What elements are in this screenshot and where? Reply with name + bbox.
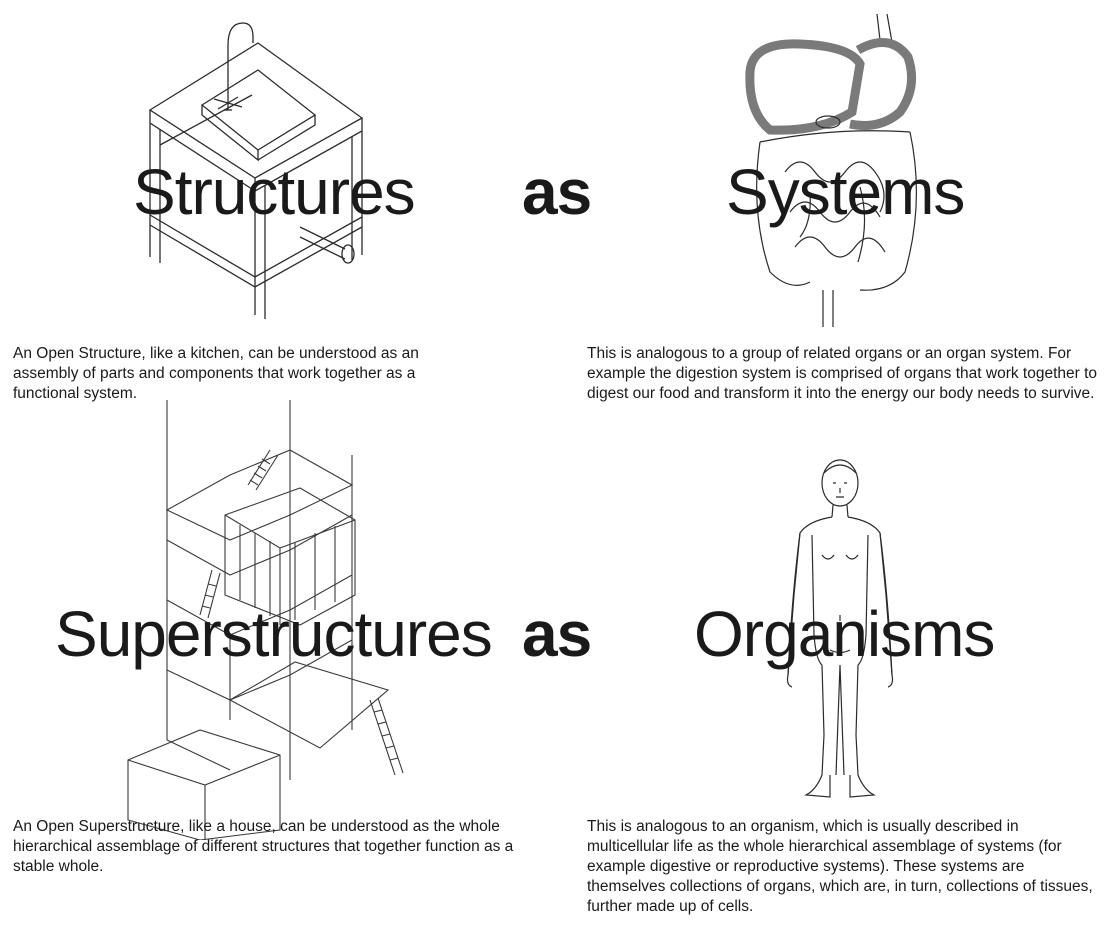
human-body-illustration [770, 455, 910, 805]
connector-as-bottom: as [522, 598, 592, 670]
caption-organisms: This is analogous to an organism, which … [587, 818, 1093, 915]
caption-superstructures: An Open Superstructure, like a house, ca… [13, 818, 514, 875]
connector-as-top: as [522, 156, 592, 228]
heading-superstructures: Superstructures [55, 598, 493, 670]
heading-systems: Systems [726, 156, 965, 228]
digestive-system-illustration [740, 12, 940, 332]
caption-systems: This is analogous to a group of related … [587, 345, 1098, 402]
heading-structures: Structures [133, 156, 416, 228]
kitchen-sink-illustration [140, 15, 380, 325]
superstructure-illustration [120, 400, 410, 840]
heading-organisms: Organisms [694, 598, 995, 670]
caption-structures: An Open Structure, like a kitchen, can b… [13, 345, 419, 402]
